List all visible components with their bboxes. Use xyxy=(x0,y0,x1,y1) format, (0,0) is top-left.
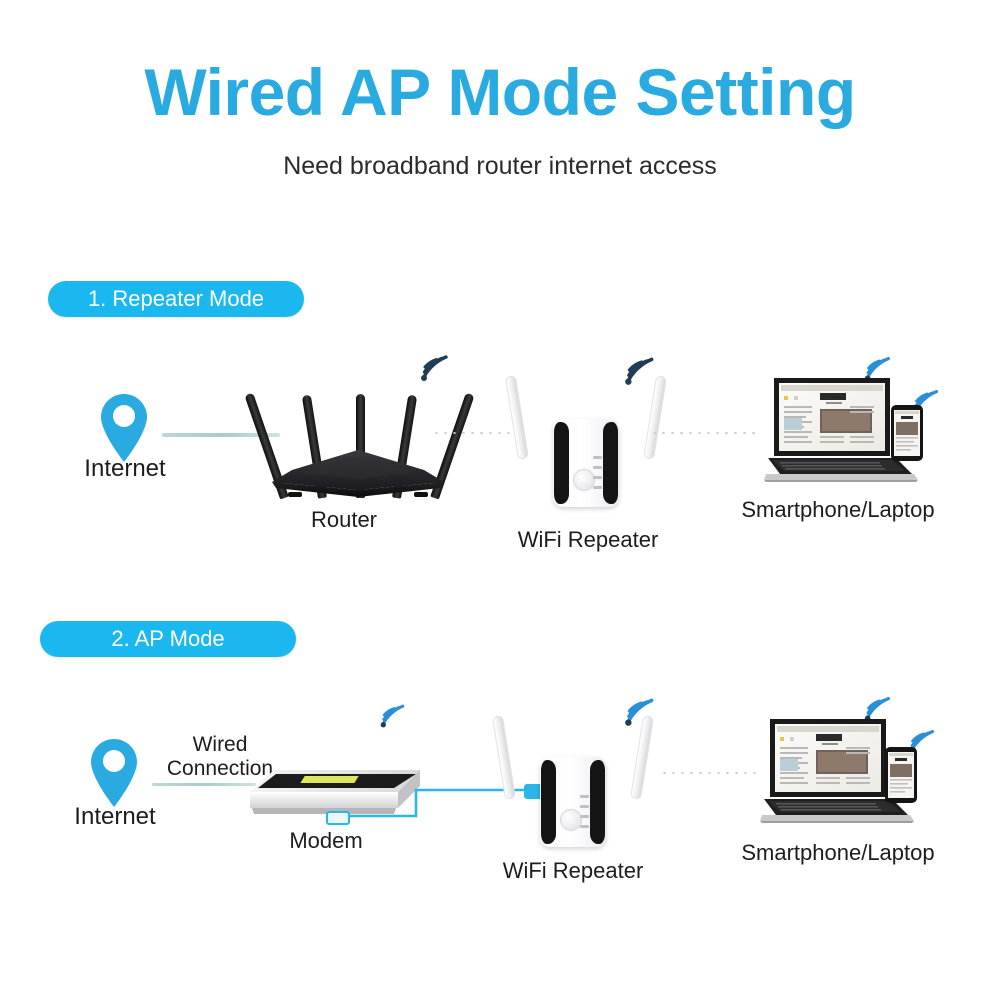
link-internet-modem xyxy=(152,783,256,786)
page-title: Wired AP Mode Setting xyxy=(144,55,856,129)
modem-icon xyxy=(248,758,422,824)
wifi-signal-icon xyxy=(862,692,894,724)
repeater-right-panel xyxy=(603,421,618,505)
internet-label-2: Internet xyxy=(74,803,156,830)
clients-label-2: Smartphone/Laptop xyxy=(741,840,935,865)
repeater-wps-button xyxy=(572,469,595,492)
laptop-icon xyxy=(762,374,920,484)
modem-label: Modem xyxy=(289,828,363,853)
repeater-led-indicators xyxy=(579,794,589,835)
link-repeater-clients-2 xyxy=(660,772,760,774)
repeater-label-2: WiFi Repeater xyxy=(502,858,644,883)
link-router-repeater xyxy=(432,432,518,434)
page-subtitle: Need broadband router internet access xyxy=(283,152,717,180)
wifi-signal-icon xyxy=(418,350,452,384)
wired-connection-line2: Connection xyxy=(166,756,274,780)
section-badge-ap-mode: 2. AP Mode xyxy=(40,621,296,657)
router-icon xyxy=(244,370,475,500)
clients-label-1: Smartphone/Laptop xyxy=(741,497,935,522)
repeater-label-1: WiFi Repeater xyxy=(517,527,659,552)
repeater-right-panel xyxy=(590,759,605,845)
map-pin-icon xyxy=(88,738,140,808)
wifi-repeater-icon xyxy=(491,715,655,847)
map-pin-icon xyxy=(98,393,150,463)
wired-connection-label: Wired Connection xyxy=(140,733,300,780)
wifi-repeater-icon xyxy=(504,375,668,507)
repeater-wps-button xyxy=(559,808,582,831)
repeater-left-panel xyxy=(554,421,569,505)
cable-plug-modem xyxy=(326,811,350,825)
laptop-icon xyxy=(758,715,916,825)
link-repeater-clients xyxy=(650,432,760,434)
ethernet-cable xyxy=(330,770,570,830)
wired-connection-line1: Wired xyxy=(192,733,248,756)
smartphone-icon xyxy=(884,746,918,804)
section-badge-repeater-mode: 1. Repeater Mode xyxy=(48,281,304,317)
router-label: Router xyxy=(310,507,378,532)
wifi-signal-icon xyxy=(378,700,408,730)
smartphone-icon xyxy=(890,404,924,462)
wifi-signal-icon xyxy=(622,693,658,729)
section-badge-label: 1. Repeater Mode xyxy=(87,286,265,311)
wifi-signal-icon xyxy=(622,352,658,388)
repeater-left-panel xyxy=(541,759,556,845)
repeater-led-indicators xyxy=(592,455,602,496)
internet-label-1: Internet xyxy=(84,455,166,482)
link-internet-router xyxy=(162,433,280,437)
section-badge-label: 2. AP Mode xyxy=(111,626,225,651)
